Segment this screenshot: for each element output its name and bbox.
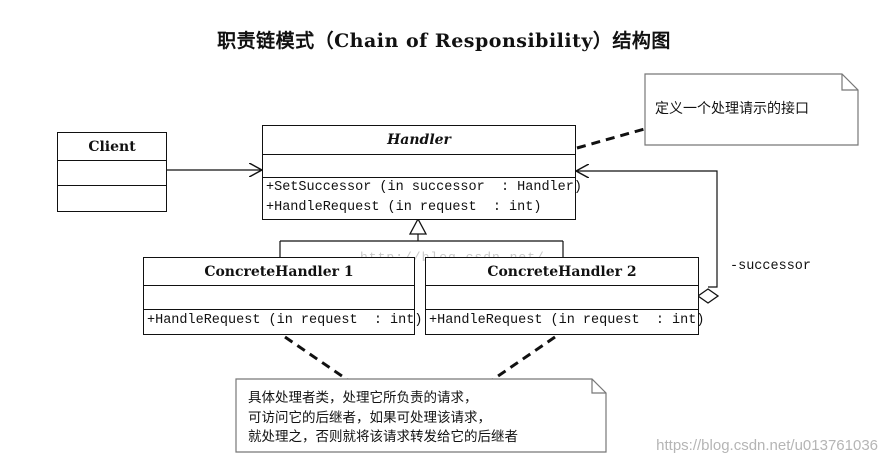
handler-op-handle-request: +HandleRequest (in request : int)	[266, 200, 542, 215]
note-concrete-line-2: 可访问它的后继者，如果可处理该请求，	[248, 409, 491, 426]
diagram-title: 职责链模式（Chain of Responsibility）结构图	[217, 30, 671, 52]
handler-class-name: Handler	[263, 126, 575, 155]
successor-role-label: -successor	[730, 259, 812, 274]
handler-class: Handler +SetSuccessor (in successor : Ha…	[262, 125, 582, 220]
note-concrete-line-1: 具体处理者类，处理它所负责的请求，	[248, 390, 478, 406]
concrete-handler-2-op-handle-request: +HandleRequest (in request : int)	[429, 313, 705, 328]
note-concrete2-connector	[484, 335, 556, 387]
note-concrete-text: 具体处理者类，处理它所负责的请求， 可访问它的后继者，如果可处理该请求， 就处理…	[248, 389, 518, 448]
note-interface-shape	[644, 73, 859, 146]
handler-op-set-successor: +SetSuccessor (in successor : Handler)	[266, 180, 582, 195]
handler-attributes	[263, 155, 575, 178]
aggregation-diamond-icon	[696, 288, 720, 304]
client-class-name: Client	[58, 133, 166, 161]
note-concrete1-connector	[284, 335, 356, 387]
concrete-handler-1-name: ConcreteHandler 1	[144, 258, 414, 286]
concrete-handler-2-attributes	[426, 286, 698, 310]
client-operations	[58, 186, 166, 210]
note-concrete-shape	[235, 378, 607, 453]
note-interface-connector	[576, 126, 649, 150]
successor-aggregation	[576, 171, 720, 304]
client-attributes	[58, 161, 166, 186]
handler-operations: +SetSuccessor (in successor : Handler) +…	[263, 178, 582, 218]
concrete-handler-2-class: ConcreteHandler 2 +HandleRequest (in req…	[425, 257, 705, 335]
csdn-watermark: https://blog.csdn.net/u013761036	[656, 437, 878, 454]
concrete-handler-2-name: ConcreteHandler 2	[426, 258, 698, 286]
note-concrete-line-3: 就处理之，否则就将该请求转发给它的后继者	[248, 429, 518, 445]
concrete-handler-1-op-handle-request: +HandleRequest (in request : int)	[147, 313, 423, 328]
concrete-handler-1-attributes	[144, 286, 414, 310]
concrete-handler-1-operations: +HandleRequest (in request : int)	[144, 310, 423, 333]
inheritance-triangle-icon	[408, 217, 428, 235]
client-class: Client	[57, 132, 167, 212]
note-interface-text: 定义一个处理请示的接口	[655, 101, 809, 117]
concrete-handler-2-operations: +HandleRequest (in request : int)	[426, 310, 705, 333]
concrete-handler-1-class: ConcreteHandler 1 +HandleRequest (in req…	[143, 257, 423, 335]
generalization-connector	[279, 217, 564, 257]
